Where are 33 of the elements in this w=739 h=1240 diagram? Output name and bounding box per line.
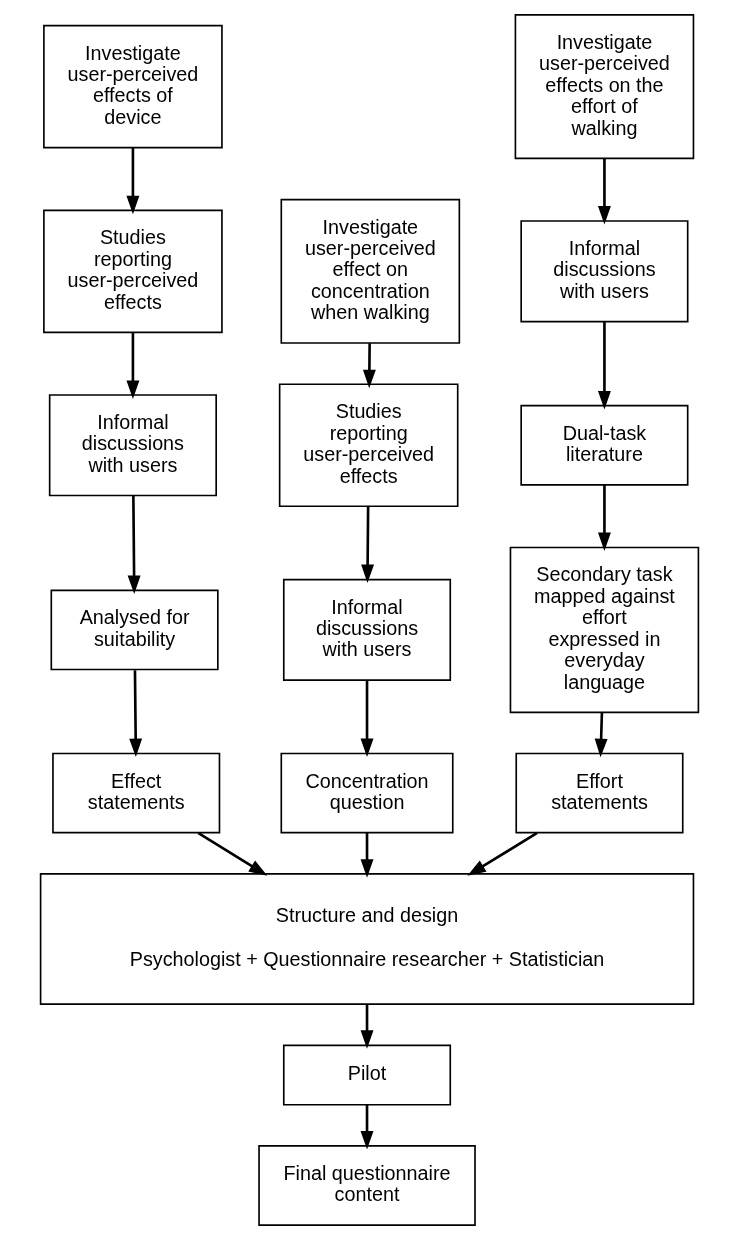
node-box: Analysed for suitability [50, 589, 219, 671]
arrow [594, 712, 608, 758]
arrow [126, 332, 140, 399]
node-box: Investigate user-perceived effect on concentration when walking [280, 198, 461, 344]
node-box: Effort statements [515, 752, 684, 834]
node-box: Studies reporting user-perceived effects [43, 209, 223, 334]
node-box: Pilot [282, 1044, 452, 1106]
arrow [127, 495, 141, 595]
node-box: Investigate user-perceived effects on the effort of walking [514, 14, 695, 160]
node-box: Informal discussions with users [282, 578, 452, 681]
arrow [360, 832, 374, 878]
node-box: Dual-task literature [520, 404, 689, 486]
arrow [129, 670, 143, 758]
arrow [197, 831, 268, 876]
node-box: Concentration question [280, 752, 454, 834]
arrow [360, 680, 374, 758]
arrow [597, 484, 611, 551]
arrow [126, 147, 140, 215]
arrow [597, 158, 611, 225]
arrow [362, 343, 376, 389]
node-box: Effect statements [52, 752, 221, 834]
arrow [467, 831, 538, 876]
arrow [360, 1004, 374, 1049]
arrow [360, 1104, 374, 1150]
node-box: Studies reporting user-perceived effects [278, 383, 459, 508]
node-box: Structure and design Psychologist + Questionnaire researcher + Statistician [39, 873, 695, 1005]
node-box: Informal discussions with users [520, 220, 689, 323]
node-box: Final questionnaire content [258, 1145, 476, 1226]
arrow [597, 321, 611, 410]
node-box: Investigate user-perceived effects of device [43, 24, 223, 149]
arrow [361, 506, 375, 584]
node-box: Informal discussions with users [48, 394, 217, 497]
node-box: Secondary task mapped against effort expressed in everyday language [509, 546, 700, 714]
